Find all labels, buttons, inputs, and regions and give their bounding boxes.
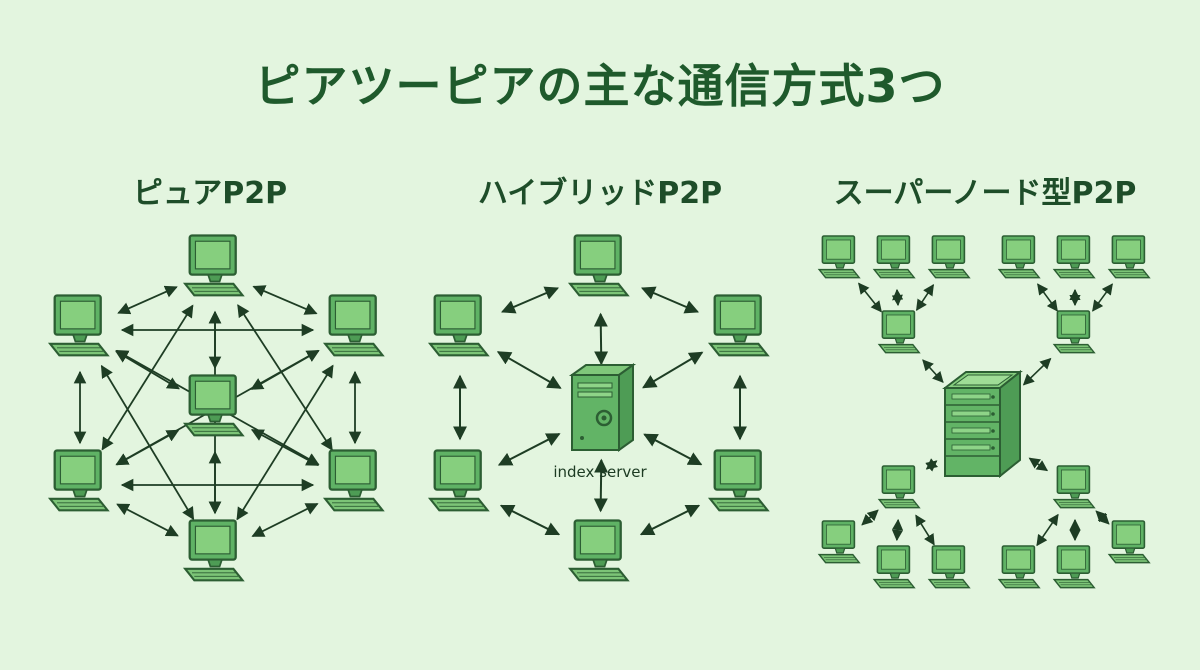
leaf-peer-arrow bbox=[891, 518, 904, 542]
leaf-peer-arrow bbox=[1095, 510, 1110, 525]
leaf-peer-arrow bbox=[1036, 513, 1059, 547]
pure-p2p-link-arrow bbox=[115, 429, 180, 466]
hubs-layer: index server bbox=[553, 363, 1023, 481]
leaf-peer-computer-icon bbox=[1108, 520, 1150, 564]
hybrid-p2p-computer-icon bbox=[428, 294, 489, 357]
panel-title-pure-p2p: ピュアP2P bbox=[132, 176, 288, 211]
hybrid-p2p-computer-icon bbox=[708, 294, 769, 357]
leaf-peer-arrow bbox=[915, 284, 935, 311]
leaf-peer-arrow bbox=[1092, 283, 1113, 312]
pure-p2p-link-arrow bbox=[252, 285, 318, 315]
hybrid-p2p-computer-icon bbox=[428, 449, 489, 512]
pure-p2p-computer-icon bbox=[183, 519, 244, 582]
pure-p2p-link-arrow bbox=[117, 285, 178, 315]
supernode-hub-icon bbox=[942, 369, 1023, 479]
super-node-hub-arrow bbox=[1028, 457, 1049, 472]
leaf-peer-arrow bbox=[858, 282, 882, 313]
super-node-computer-icon bbox=[878, 465, 921, 509]
leaf-peer-arrow bbox=[915, 514, 935, 546]
hybrid-p2p-computer-icon bbox=[708, 449, 769, 512]
index-server-label: index server bbox=[553, 463, 647, 481]
pure-p2p-link-arrow bbox=[115, 350, 180, 390]
leaf-peer-computer-icon bbox=[818, 235, 861, 279]
pure-p2p-link-arrow bbox=[250, 429, 320, 466]
pure-p2p-computer-icon bbox=[323, 449, 384, 512]
hybrid-p2p-server-arrow bbox=[497, 433, 561, 466]
pure-p2p-computer-icon bbox=[48, 294, 109, 357]
leaf-peer-computer-icon bbox=[1108, 235, 1150, 279]
links-layer bbox=[73, 282, 1113, 547]
hybrid-p2p-server-arrow bbox=[642, 351, 704, 389]
hybrid-p2p-computer-icon bbox=[568, 234, 629, 297]
leaf-peer-computer-icon bbox=[928, 545, 971, 589]
super-node-hub-arrow bbox=[925, 458, 939, 472]
super-node-hub-arrow bbox=[1022, 357, 1052, 386]
super-node-computer-icon bbox=[1053, 310, 1095, 354]
pure-p2p-link-arrow bbox=[100, 364, 195, 521]
pure-p2p-link-arrow bbox=[237, 304, 333, 451]
super-node-hub-arrow bbox=[922, 359, 944, 383]
leaf-peer-computer-icon bbox=[998, 545, 1040, 589]
leaf-peer-computer-icon bbox=[818, 520, 861, 564]
pure-p2p-computer-icon bbox=[183, 234, 244, 297]
hybrid-p2p-server-arrow bbox=[496, 351, 562, 389]
hybrid-p2p-server-arrow bbox=[593, 458, 609, 513]
leaf-peer-arrow bbox=[1037, 283, 1058, 312]
hybrid-p2p-peer-arrow bbox=[639, 504, 701, 536]
leaf-peer-computer-icon bbox=[1053, 235, 1095, 279]
leaf-peer-computer-icon bbox=[1053, 545, 1095, 589]
leaf-peer-arrow bbox=[891, 288, 904, 307]
panel-title-hybrid-p2p: ハイブリッドP2P bbox=[477, 176, 723, 211]
hybrid-p2p-peer-arrow bbox=[500, 286, 560, 314]
leaf-peer-computer-icon bbox=[873, 545, 916, 589]
hybrid-p2p-computer-icon bbox=[568, 519, 629, 582]
hybrid-p2p-peer-arrow bbox=[640, 286, 700, 314]
pure-p2p-computer-icon bbox=[323, 294, 384, 357]
pure-p2p-link-arrow bbox=[116, 503, 179, 537]
main-title: ピアツーピアの主な通信方式3つ bbox=[254, 59, 946, 113]
leaf-peer-computer-icon bbox=[873, 235, 916, 279]
pure-p2p-link-arrow bbox=[250, 350, 320, 390]
leaf-peer-computer-icon bbox=[928, 235, 971, 279]
leaf-peer-computer-icon bbox=[998, 235, 1040, 279]
pure-p2p-link-arrow bbox=[101, 304, 194, 451]
hybrid-p2p-peer-arrow bbox=[499, 504, 561, 536]
leaf-peer-arrow bbox=[861, 509, 879, 526]
index-server-icon bbox=[568, 363, 637, 452]
pure-p2p-computer-icon bbox=[183, 374, 244, 437]
super-node-computer-icon bbox=[1053, 465, 1095, 509]
pure-p2p-computer-icon bbox=[48, 449, 109, 512]
hybrid-p2p-server-arrow bbox=[593, 312, 609, 366]
panel-title-supernode-p2p: スーパーノード型P2P bbox=[833, 176, 1137, 211]
hybrid-p2p-server-arrow bbox=[643, 433, 703, 466]
pure-p2p-link-arrow bbox=[251, 502, 319, 538]
super-node-computer-icon bbox=[878, 310, 921, 354]
